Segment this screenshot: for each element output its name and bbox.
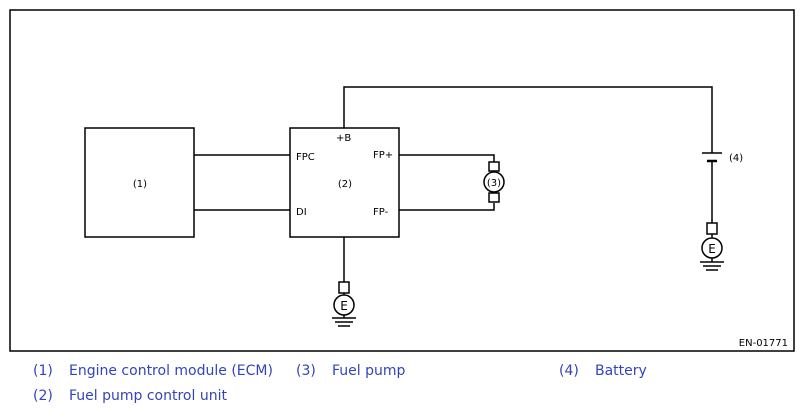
pin-di: DI [296,207,307,218]
control-unit-ground-symbol: E [332,281,356,327]
legend-text: Battery [595,363,647,379]
control-unit-ground-letter: E [340,299,348,313]
legend-text: Fuel pump [332,363,406,379]
battery-ground-letter: E [708,242,716,256]
battery-ground-symbol: E [700,222,724,271]
legend-num: (1) [33,363,53,379]
legend-item-1: (1) Engine control module (ECM) [33,363,273,379]
legend-item-3: (3) Fuel pump [296,363,405,379]
diagram-frame [9,9,795,352]
battery-label: (4) [729,153,743,164]
legend-num: (3) [296,363,316,379]
legend: (1) Engine control module (ECM) (2) Fuel p… [0,360,804,413]
pin-fpc: FPC [296,152,315,163]
pin-plus-b: +B [336,133,351,144]
legend-num: (4) [559,363,579,379]
legend-num: (2) [33,388,53,404]
pin-fp-minus: FP- [373,207,389,218]
wire-plus-b [343,86,713,153]
legend-item-2: (2) Fuel pump control unit [33,388,227,404]
ecm-box [84,127,195,238]
legend-text: Engine control module (ECM) [69,363,273,379]
fuel-pump-label: (3) [487,178,501,189]
pin-fp-plus: FP+ [373,150,393,161]
wire-fp-minus [399,203,495,211]
wire-fp-plus [399,154,495,162]
fuel-pump-symbol: (3) [483,161,505,203]
ecm-label: (1) [133,179,147,190]
figure-code: EN-01771 [739,338,788,349]
wiring-diagram: (1) (2) +B FPC DI FP+ FP- (4) E (3) [9,9,795,352]
legend-text: Fuel pump control unit [69,388,227,404]
legend-item-4: (4) Battery [559,363,647,379]
control-unit-label: (2) [338,179,352,190]
